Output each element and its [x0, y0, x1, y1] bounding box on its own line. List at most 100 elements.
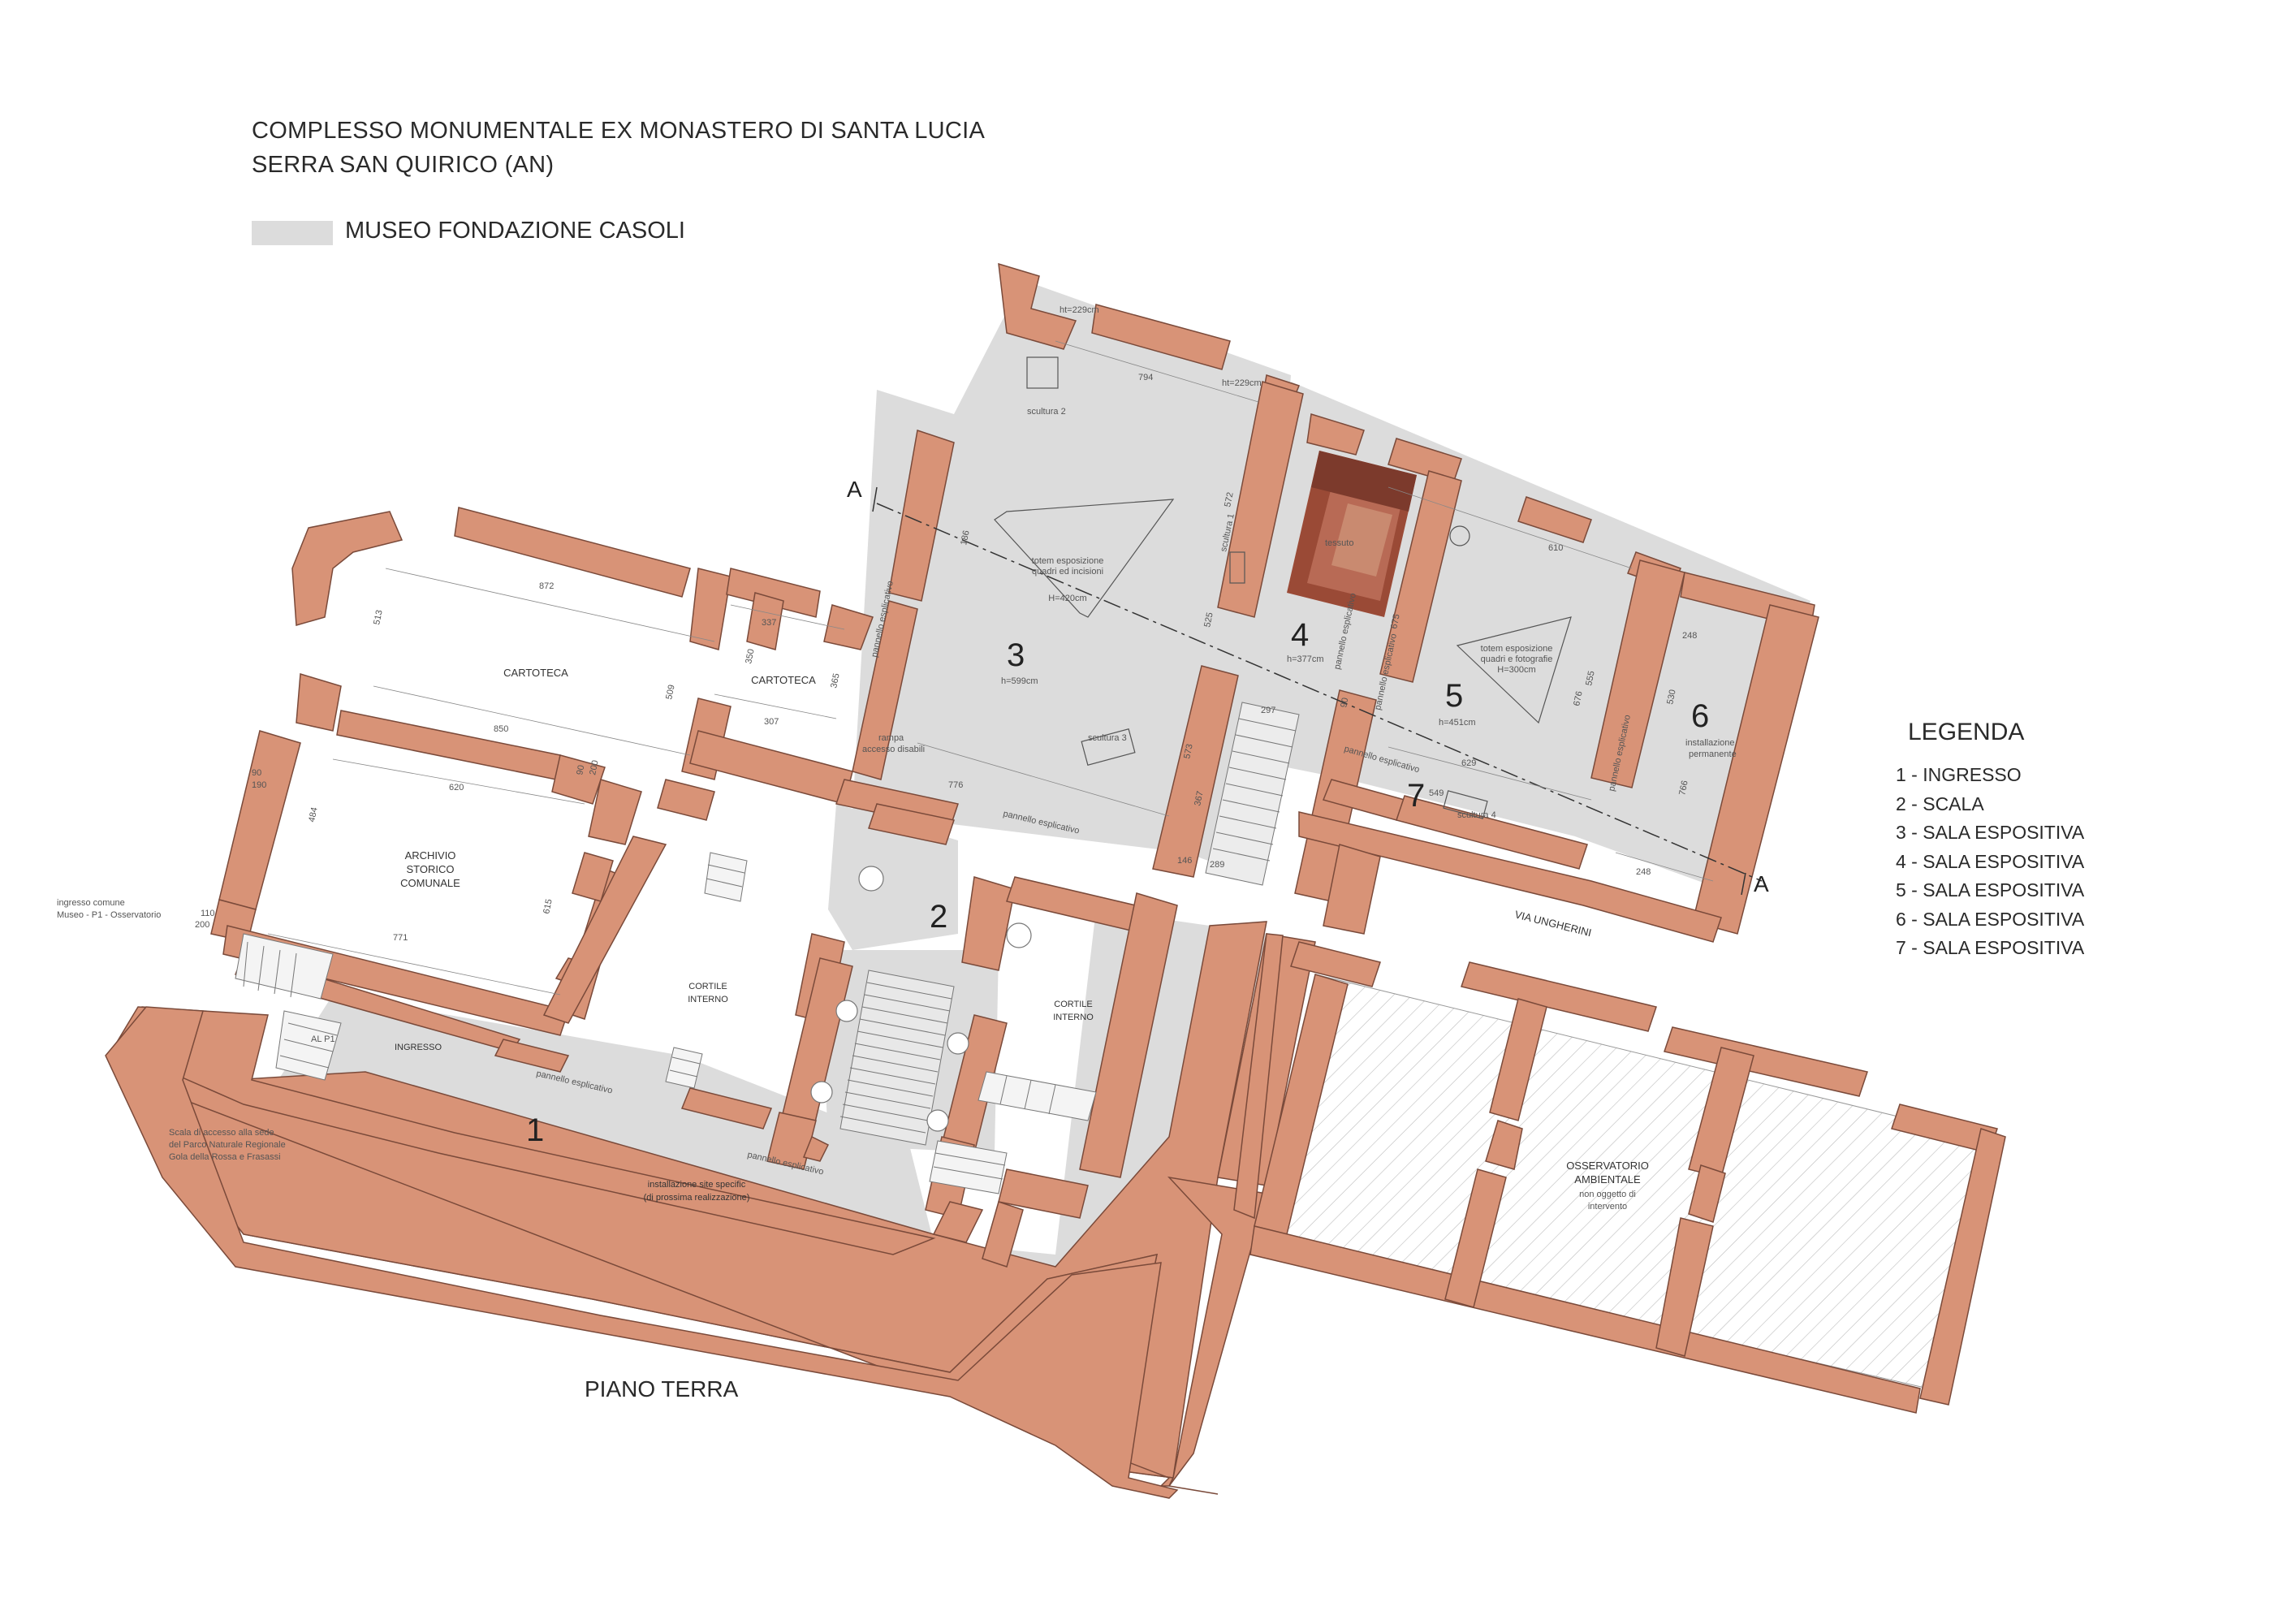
legend-item: 1 - INGRESSO: [1896, 764, 2022, 785]
cortile-label-1b: INTERNO: [688, 995, 728, 1004]
dim-value: 484: [307, 806, 320, 823]
archivio-label-1: ARCHIVIO: [405, 849, 456, 862]
dim-value: 620: [449, 783, 464, 793]
dim-value: 525: [1202, 611, 1215, 628]
legend-item: 6 - SALA ESPOSITIVA: [1896, 908, 2085, 930]
cortile-label-2b: INTERNO: [1053, 1013, 1094, 1022]
legend-list: 1 - INGRESSO 2 - SCALA 3 - SALA ESPOSITI…: [1896, 761, 2084, 963]
scultura-3-label: scultura 3: [1088, 733, 1127, 743]
section-mark-a-bottom: A: [1754, 871, 1769, 896]
installazione-label-2: (di prossima realizzazione): [644, 1193, 750, 1203]
dim-value: 186: [959, 529, 972, 546]
room-5-height: h=451cm: [1439, 718, 1476, 728]
dim-value: 771: [393, 933, 408, 943]
dim-value: 573: [1182, 743, 1195, 759]
dim-value: 90: [575, 764, 586, 775]
rampa-label-2: accesso disabili: [862, 745, 925, 754]
dim-value: 776: [948, 780, 963, 790]
dim-value: 190: [252, 780, 266, 790]
dim-value: 610: [1548, 543, 1563, 553]
scala-accesso-label-3: Gola della Rossa e Frasassi: [169, 1152, 281, 1162]
dim-value: 248: [1682, 631, 1697, 641]
dim-value: 110: [201, 909, 215, 918]
dim-value: 146: [1177, 856, 1192, 866]
room-7-number: 7: [1407, 778, 1425, 814]
room-3-height: h=599cm: [1001, 676, 1038, 686]
totem-5-label-3: H=300cm: [1497, 665, 1535, 675]
totem-5-label-2: quadri e fotografie: [1481, 654, 1553, 664]
dim-value: 200: [588, 759, 601, 775]
section-mark-a-top: A: [847, 477, 862, 502]
columns: [810, 866, 1032, 1132]
totem-5-label-1: totem esposizione: [1481, 644, 1553, 654]
textile-artwork: [1287, 451, 1417, 617]
legend-item: 5 - SALA ESPOSITIVA: [1896, 879, 2085, 901]
dim-value: 337: [762, 618, 776, 628]
dim-value: 297: [1261, 706, 1275, 715]
title-line-1: COMPLESSO MONUMENTALE EX MONASTERO DI SA…: [252, 118, 986, 144]
legend: LEGENDA 1 - INGRESSO 2 - SCALA 3 - SALA …: [1896, 719, 2084, 963]
floor-label: PIANO TERRA: [585, 1376, 739, 1402]
dim-value: 248: [1636, 867, 1651, 877]
room-2-number: 2: [930, 899, 947, 935]
osservatorio-label-4: intervento: [1588, 1202, 1627, 1212]
scultura-2-label: scultura 2: [1027, 407, 1066, 417]
dim-value: 549: [1429, 788, 1444, 798]
legend-item: 4 - SALA ESPOSITIVA: [1896, 850, 2085, 872]
rampa-label-1: rampa: [878, 733, 904, 743]
tessuto-label: tessuto: [1325, 538, 1353, 548]
dimension-lines: [267, 340, 1714, 996]
dim-value: 350: [744, 648, 757, 664]
ht-label-1: ht=229cm: [1060, 305, 1099, 315]
room-1-number: 1: [526, 1112, 544, 1148]
osservatorio-label-2: AMBIENTALE: [1574, 1173, 1641, 1186]
museum-area-swatch: [252, 221, 333, 245]
al-p1-label: AL P1: [311, 1034, 335, 1044]
dim-value: 675: [1389, 613, 1402, 629]
ht-label-2: ht=229cm: [1222, 378, 1262, 388]
dim-value: 872: [539, 581, 554, 591]
cartoteca-label-2: CARTOTECA: [751, 674, 816, 686]
dimension-values: 872 513 850 509 337 350 365 307 620 484 …: [195, 373, 1697, 943]
dim-value: 200: [195, 920, 209, 930]
ingresso-comune-label-1: ingresso comune: [57, 898, 125, 908]
room-4-number: 4: [1291, 617, 1309, 653]
room-3-number: 3: [1007, 637, 1025, 673]
museum-area-key-label: MUSEO FONDAZIONE CASOLI: [345, 218, 685, 244]
dim-value: 307: [764, 717, 779, 727]
room-6-note-2: permanente: [1689, 749, 1737, 759]
dim-value: 794: [1138, 373, 1153, 382]
legend-title: LEGENDA: [1908, 719, 2025, 745]
totems: [994, 356, 1572, 819]
dim-value: 509: [664, 684, 677, 700]
legend-item: 3 - SALA ESPOSITIVA: [1896, 822, 2085, 843]
tower-wall: [291, 511, 404, 626]
dim-value: 513: [372, 609, 385, 625]
scala-accesso-label-2: del Parco Naturale Regionale: [169, 1140, 286, 1150]
scala-accesso-label-1: Scala di accesso alla sede: [169, 1128, 274, 1138]
dim-value: 555: [1584, 670, 1597, 686]
dim-value: 365: [829, 672, 842, 689]
installazione-label-1: installazione site specific: [648, 1180, 746, 1190]
title-line-2: SERRA SAN QUIRICO (AN): [252, 152, 555, 178]
dim-value: 289: [1210, 860, 1224, 870]
osservatorio-label-3: non oggetto di: [1579, 1190, 1636, 1199]
room-6-note-1: installazione: [1685, 738, 1735, 748]
cortile-label-2a: CORTILE: [1054, 1000, 1092, 1009]
dim-value: 90: [252, 768, 261, 778]
archivio-label-3: COMUNALE: [400, 877, 460, 889]
archivio-label-2: STORICO: [407, 863, 455, 875]
via-ungherini-label: VIA UNGHERINI: [1513, 908, 1593, 939]
dim-value: 615: [542, 898, 555, 914]
totem-3-label-1: totem esposizione: [1032, 556, 1104, 566]
osservatorio-label-1: OSSERVATORIO: [1566, 1160, 1649, 1172]
room-5-number: 5: [1445, 678, 1463, 714]
dim-value: 367: [1193, 790, 1206, 806]
dim-value: 530: [1665, 689, 1678, 705]
walls: [105, 262, 2006, 1499]
room-4-height: h=377cm: [1287, 654, 1324, 664]
dim-value: 629: [1461, 758, 1476, 768]
ingresso-comune-label-2: Museo - P1 - Osservatorio: [57, 910, 161, 920]
dim-value: 572: [1223, 491, 1236, 508]
